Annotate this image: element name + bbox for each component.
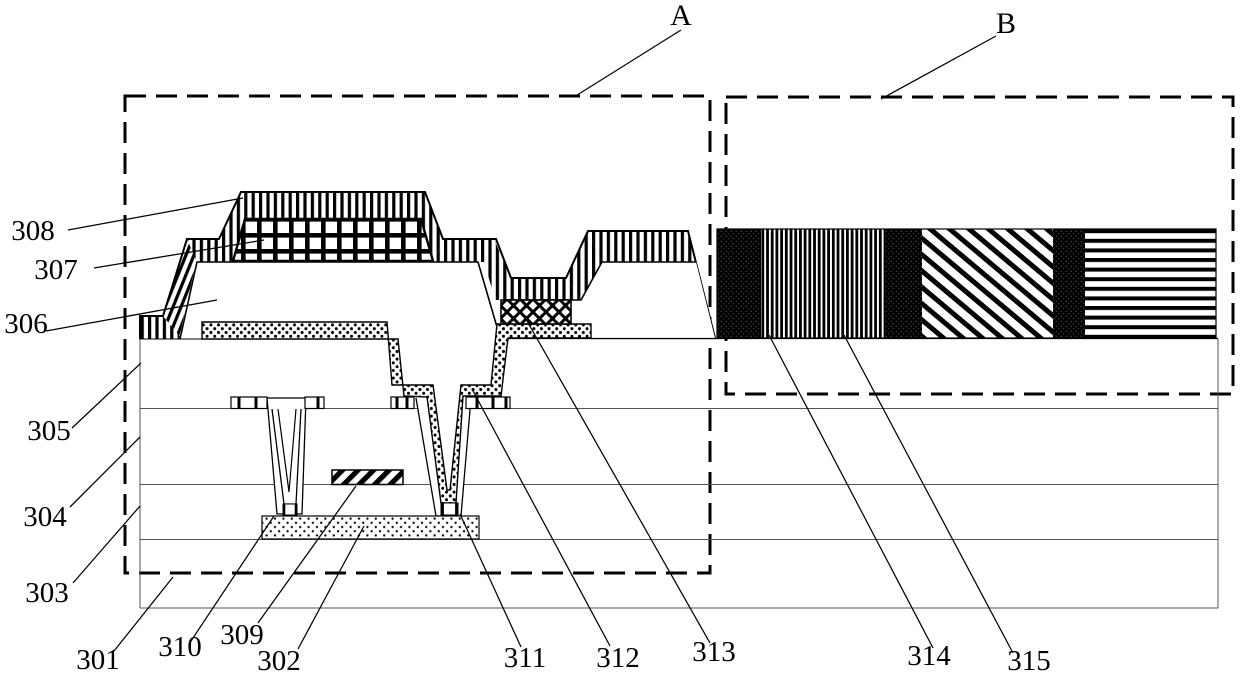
svg-text:307: 307 [34,254,78,286]
svg-text:313: 313 [692,636,736,668]
svg-text:305: 305 [27,415,71,447]
svg-text:314: 314 [907,640,951,672]
svg-text:311: 311 [504,642,546,674]
svg-text:303: 303 [25,577,69,609]
svg-text:308: 308 [11,215,55,247]
svg-text:A: A [670,0,692,32]
svg-text:306: 306 [4,308,48,340]
svg-text:304: 304 [23,501,67,533]
svg-text:B: B [996,7,1016,40]
svg-text:301: 301 [76,644,120,676]
svg-text:312: 312 [596,642,640,674]
svg-text:310: 310 [158,631,202,663]
svg-text:302: 302 [257,645,301,677]
svg-text:309: 309 [220,619,264,651]
svg-text:315: 315 [1007,645,1051,677]
